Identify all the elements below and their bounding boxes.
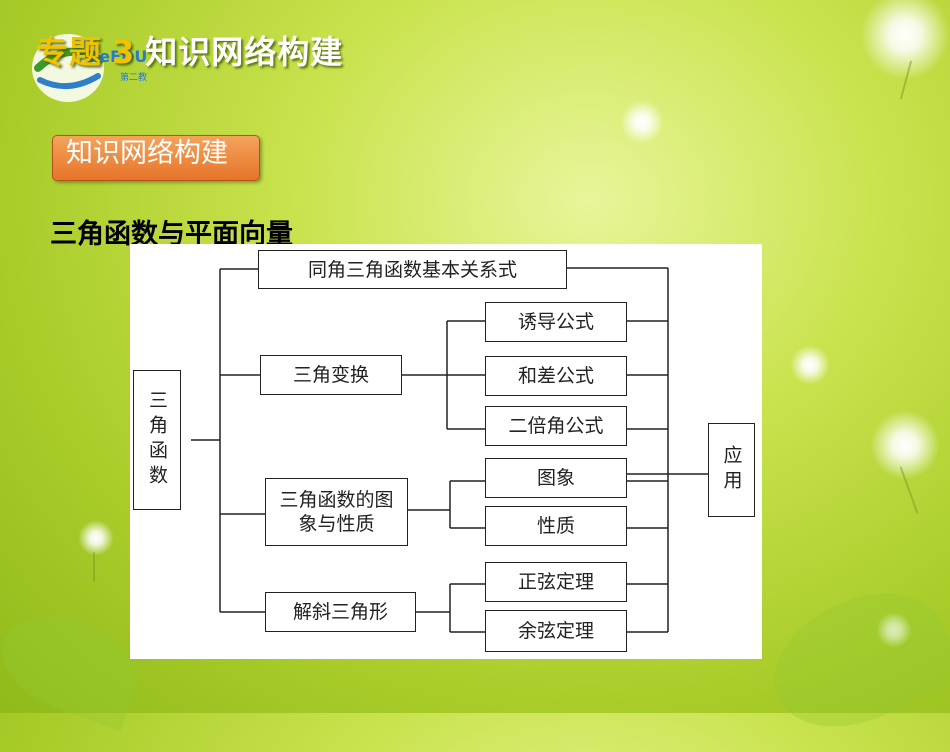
glow-decoration <box>790 345 830 385</box>
node-transform: 三角变换 <box>260 355 402 395</box>
glow-decoration <box>860 0 950 80</box>
node-graph: 图象 <box>485 458 627 498</box>
node-double-angle: 二倍角公式 <box>485 406 627 446</box>
node-sum-diff: 和差公式 <box>485 356 627 396</box>
glow-decoration <box>620 100 664 144</box>
topic-number: 3 <box>112 33 136 71</box>
node-solve: 解斜三角形 <box>265 592 416 632</box>
node-relations: 同角三角函数基本关系式 <box>258 250 567 289</box>
leaf-decoration <box>0 598 152 732</box>
glow-decoration <box>876 612 912 648</box>
node-induction: 诱导公式 <box>485 302 627 342</box>
knowledge-diagram: 三角函数 同角三角函数基本关系式 三角变换 三角函数的图象与性质 解斜三角形 诱… <box>130 244 762 659</box>
glow-decoration <box>870 410 940 480</box>
topic-prefix: 专题 <box>36 33 103 71</box>
node-cosine-law: 余弦定理 <box>485 610 627 652</box>
svg-text:第二教育网: 第二教育网 <box>120 71 148 83</box>
site-logo: DeEDU 第二教育网 <box>32 34 148 102</box>
diagram-connectors <box>191 267 708 633</box>
node-sine-law: 正弦定理 <box>485 562 627 602</box>
leaf-decoration <box>753 567 950 752</box>
section-badge <box>52 135 260 181</box>
node-application: 应用 <box>708 423 755 517</box>
topic-name: 知识网络构建 <box>145 33 344 71</box>
node-graph-props: 三角函数的图象与性质 <box>265 478 408 546</box>
stem-decoration <box>93 552 95 582</box>
node-root: 三角函数 <box>133 370 181 510</box>
section-label: 知识网络构建 <box>66 138 228 169</box>
svg-text:DeEDU: DeEDU <box>86 47 147 66</box>
glow-decoration <box>78 520 114 556</box>
node-props: 性质 <box>485 506 627 546</box>
